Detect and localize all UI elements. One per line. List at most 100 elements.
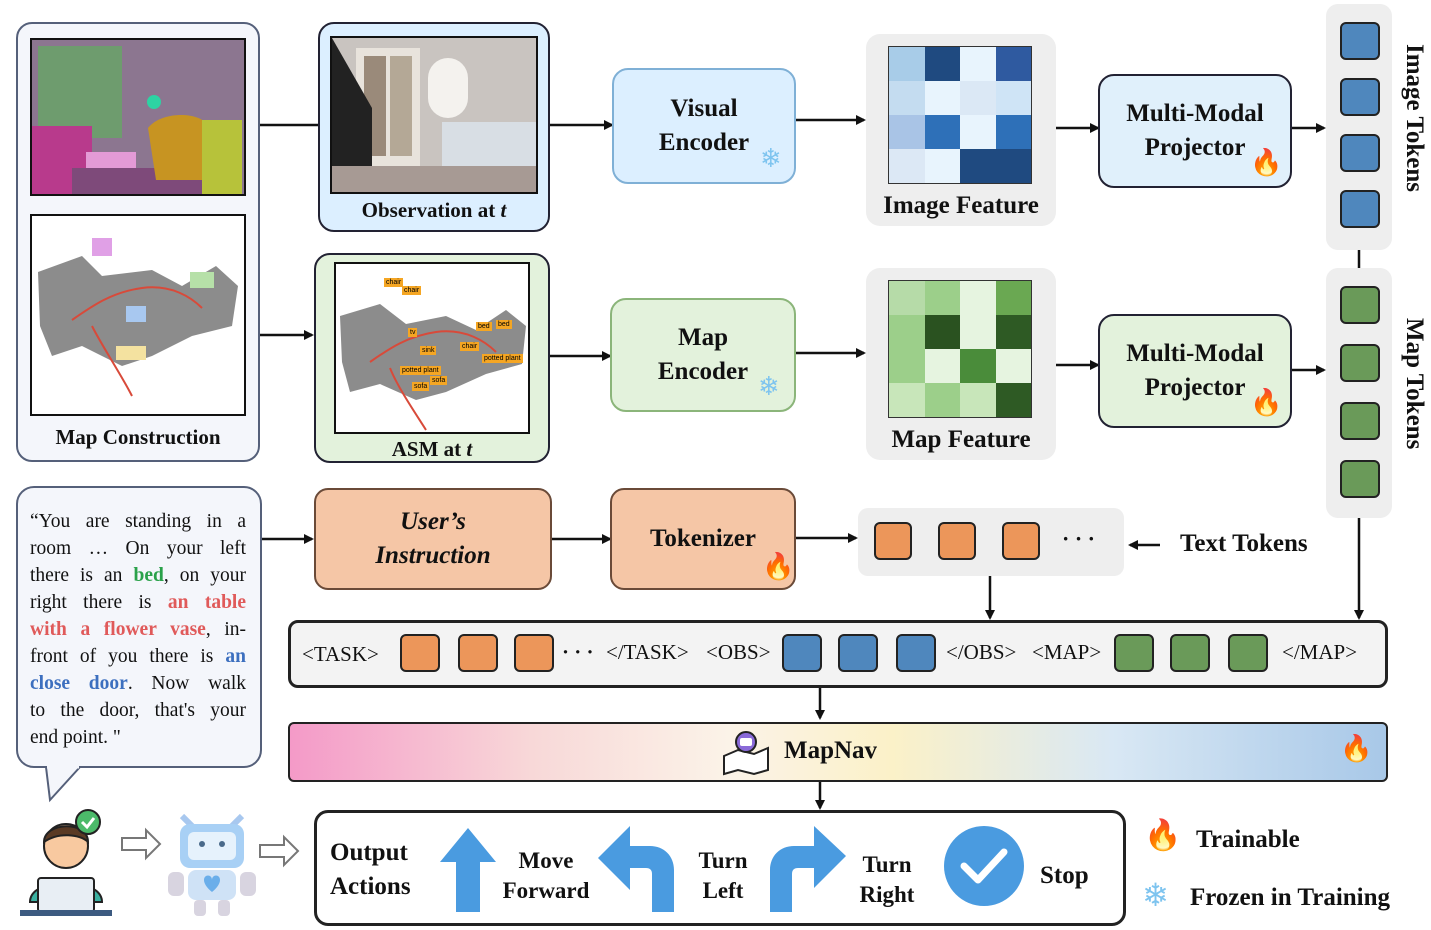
highlight-table: an table — [167, 592, 246, 613]
bubble-line: with a flower vase, in- — [30, 619, 246, 640]
observation-label: Observation at t — [361, 198, 507, 222]
fire-icon: 🔥 — [762, 552, 795, 582]
sequence-ellipsis: · · · — [562, 640, 594, 664]
text-token — [1002, 522, 1040, 560]
instruction-text: “You are standing in a room … On your le… — [30, 508, 246, 751]
legend-trainable: Trainable — [1196, 826, 1300, 853]
map-seq-token — [1228, 634, 1268, 672]
asm-tag: bed — [496, 320, 512, 329]
asm-tag: bed — [476, 322, 492, 331]
image-token — [1340, 78, 1380, 116]
output-actions-title: Output Actions — [330, 839, 411, 900]
highlight-vase: with a flower vase — [30, 619, 206, 640]
move-forward-label: Move Forward — [502, 848, 590, 903]
observation-image — [330, 36, 538, 194]
bubble-line: front of you there is an — [30, 646, 246, 667]
image-token — [1340, 190, 1380, 228]
bubble-line: to the door, that's your — [30, 700, 246, 721]
turn-right-label: Turn Right — [859, 852, 915, 907]
bubble-line: room … On your left — [30, 538, 246, 559]
image-feature-grid — [888, 46, 1032, 184]
segmentation-art — [32, 40, 244, 194]
map-art — [38, 238, 238, 397]
map-encoder-box: Map Encoder — [610, 298, 796, 412]
stop-label: Stop — [1040, 862, 1089, 889]
turn-left-label: Turn Left — [698, 848, 748, 903]
asm-image: chair chair bed bed tv chair sink potted… — [334, 262, 530, 434]
snowflake-icon: ❄ — [760, 144, 782, 174]
snowflake-icon: ❄ — [758, 372, 780, 402]
asm-tag: sink — [420, 346, 437, 355]
map-close-tag: </MAP> — [1282, 640, 1358, 664]
map-open-tag: <MAP> — [1032, 640, 1102, 664]
map-image — [30, 214, 246, 416]
text-tokens-label: Text Tokens — [1180, 530, 1308, 557]
visual-encoder-box: Visual Encoder — [612, 68, 796, 184]
robot-map-icon — [720, 728, 772, 776]
fire-icon: 🔥 — [1340, 734, 1373, 764]
bubble-line: close door. Now walk — [30, 673, 246, 694]
segmentation-image — [30, 38, 246, 196]
highlight-an: an — [225, 646, 246, 667]
map-token — [1340, 344, 1380, 382]
mapnav-bar — [288, 722, 1388, 782]
map-construction-label: Map Construction — [55, 425, 221, 449]
asm-tag: chair — [460, 342, 480, 351]
mapnav-label: MapNav — [784, 737, 878, 764]
projector-bottom-box: Multi-Modal Projector — [1098, 314, 1292, 428]
image-token — [1340, 134, 1380, 172]
map-tokens-label: Map Tokens — [1401, 318, 1428, 450]
map-feature-label: Map Feature — [891, 426, 1031, 453]
asm-tag: tv — [408, 328, 418, 337]
text-tokens-ellipsis: · · · — [1062, 526, 1096, 551]
map-token — [1340, 286, 1380, 324]
asm-tag: sofa — [430, 376, 448, 385]
bubble-line: “You are standing in a — [30, 511, 246, 532]
asm-label: ASM at t — [391, 437, 473, 461]
map-token — [1340, 460, 1380, 498]
image-feature-label: Image Feature — [883, 192, 1039, 219]
map-seq-token — [1170, 634, 1210, 672]
user-avatar — [8, 806, 118, 918]
image-tokens-label: Image Tokens — [1401, 44, 1428, 192]
bubble-line: there is an bed, on your — [30, 565, 246, 586]
image-token — [1340, 22, 1380, 60]
task-token — [514, 634, 554, 672]
asm-tag: potted plant — [400, 366, 441, 375]
legend-frozen: Frozen in Training — [1190, 884, 1391, 911]
task-token — [400, 634, 440, 672]
robot-avatar — [164, 810, 260, 918]
observation-art — [332, 38, 536, 192]
obs-token — [896, 634, 936, 672]
map-token — [1340, 402, 1380, 440]
instruction-bubble — [16, 486, 262, 768]
obs-token — [782, 634, 822, 672]
observation-time-var: t — [500, 198, 507, 222]
obs-token — [838, 634, 878, 672]
text-token — [938, 522, 976, 560]
fire-icon: 🔥 — [1250, 388, 1283, 418]
text-token — [874, 522, 912, 560]
task-token — [458, 634, 498, 672]
task-close-tag: </TASK> — [606, 640, 689, 664]
obs-close-tag: </OBS> — [946, 640, 1017, 664]
user-instruction-box: User’s Instruction — [314, 488, 552, 590]
tokenizer-box: Tokenizer — [610, 488, 796, 590]
asm-tag: chair — [402, 286, 422, 295]
fire-icon: 🔥 — [1144, 818, 1182, 853]
highlight-door: close door — [30, 673, 128, 694]
asm-tag: potted plant — [482, 354, 523, 363]
map-seq-token — [1114, 634, 1154, 672]
asm-tag: chair — [384, 278, 404, 287]
asm-tag: sofa — [412, 382, 430, 391]
asm-time-var: t — [466, 437, 473, 461]
bubble-line: right there is an table — [30, 592, 246, 613]
task-open-tag: <TASK> — [302, 642, 379, 666]
highlight-bed: bed — [133, 565, 164, 586]
bubble-line: end point. " — [30, 727, 121, 748]
projector-top-box: Multi-Modal Projector — [1098, 74, 1292, 188]
map-feature-grid — [888, 280, 1032, 418]
obs-open-tag: <OBS> — [706, 640, 771, 664]
fire-icon: 🔥 — [1250, 148, 1283, 178]
